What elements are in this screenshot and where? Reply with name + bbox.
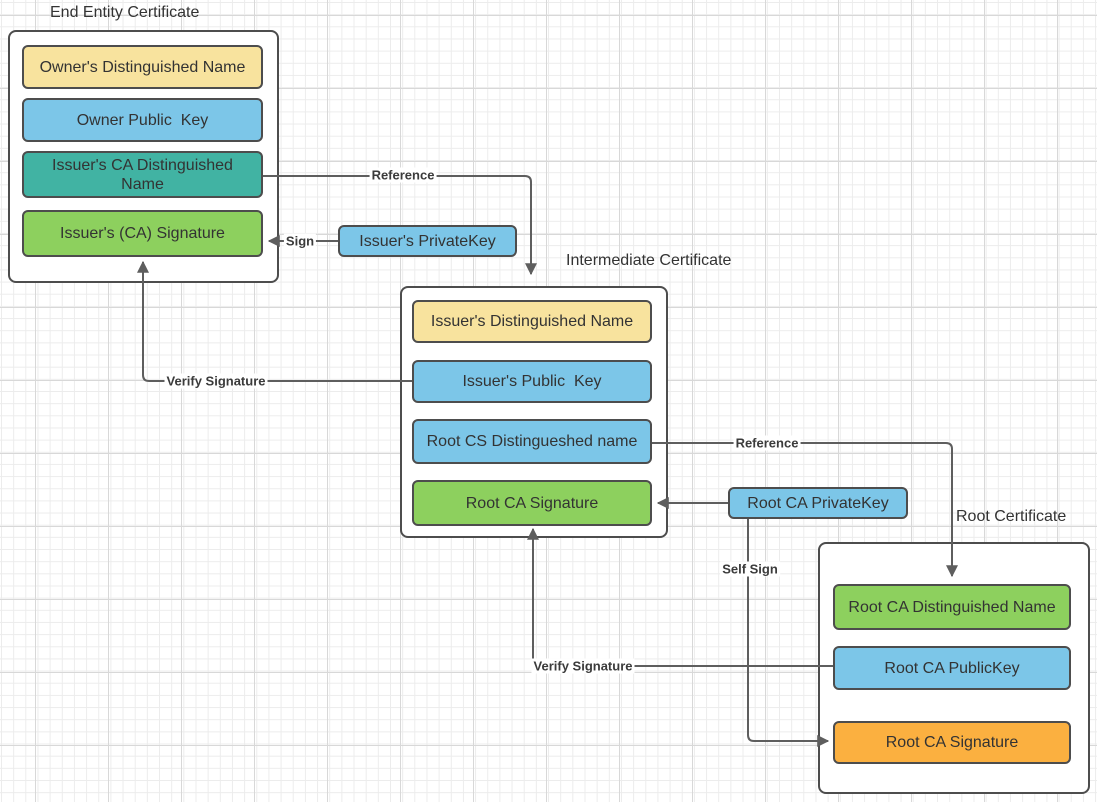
self-sign-connector [747, 519, 830, 747]
issuers-ca-signature-node: Issuer's (CA) Signature [22, 210, 263, 257]
root-ca-distinguished-name-node: Root CA Distinguished Name [833, 584, 1071, 630]
self-sign-label: Self Sign [720, 561, 780, 577]
sign-label: Sign [283, 233, 317, 249]
root-ca-signature-intermediate-node: Root CA Signature [412, 480, 652, 526]
root-ca-privatekey-node: Root CA PrivateKey [728, 487, 908, 519]
root-ca-publickey-node: Root CA PublicKey [833, 646, 1071, 690]
reference-label-2: Reference [733, 435, 801, 451]
owners-distinguished-name-node: Owner's Distinguished Name [22, 45, 263, 89]
issuers-public-key-node: Issuer's Public Key [412, 360, 652, 403]
issuers-ca-distinguished-name-node: Issuer's CA Distinguished Name [22, 151, 263, 198]
verify-signature-label-1: Verify Signature [164, 373, 268, 389]
reference-label-1: Reference [369, 167, 437, 183]
verify-signature-label-2: Verify Signature [531, 658, 635, 674]
issuers-privatekey-node: Issuer's PrivateKey [338, 225, 517, 257]
owner-public-key-node: Owner Public Key [22, 98, 263, 142]
verify-signature-connector-2 [527, 527, 833, 667]
root-ca-signature-root-node: Root CA Signature [833, 721, 1071, 764]
end-entity-certificate-title: End Entity Certificate [50, 4, 200, 21]
root-certificate-title: Root Certificate [956, 508, 1067, 525]
issuers-distinguished-name-node: Issuer's Distinguished Name [412, 300, 652, 343]
root-cs-distingueshed-name-node: Root CS Distingueshed name [412, 419, 652, 464]
intermediate-certificate-title: Intermediate Certificate [566, 252, 732, 269]
